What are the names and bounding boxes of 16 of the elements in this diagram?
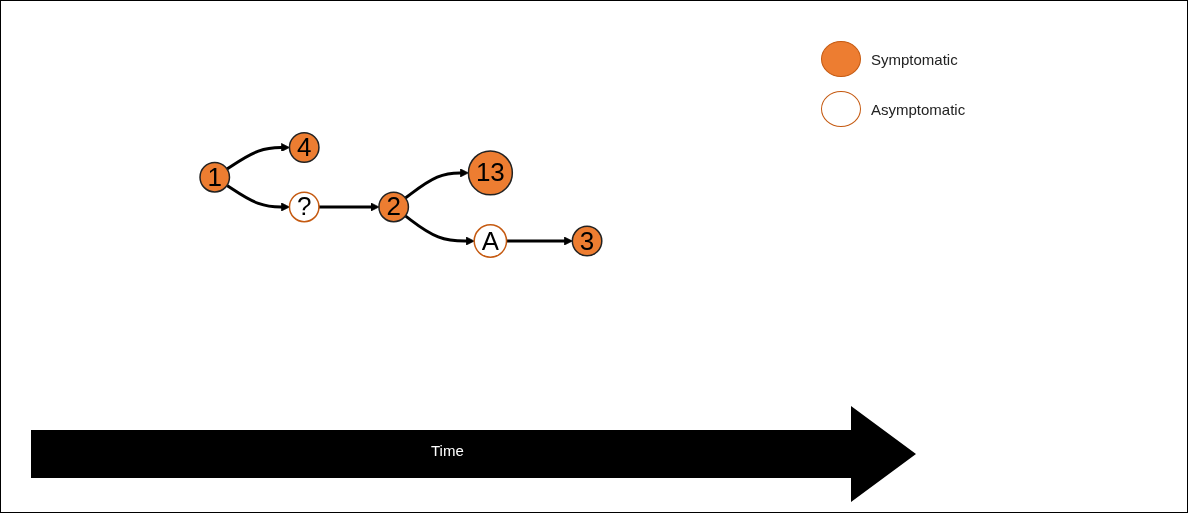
legend-label: Asymptomatic xyxy=(871,100,966,118)
arrow xyxy=(506,236,573,246)
axis-label: Time xyxy=(431,442,464,459)
arrow xyxy=(319,202,380,212)
node-circle: A xyxy=(473,223,508,258)
arrow xyxy=(404,168,469,199)
arrow xyxy=(226,142,290,171)
arrow xyxy=(404,214,475,246)
legend-label: Symptomatic xyxy=(871,50,958,68)
arrow xyxy=(226,183,290,212)
node-circle: 3 xyxy=(571,225,603,257)
node-circle: 13 xyxy=(467,149,514,196)
node-circle: 2 xyxy=(378,191,410,223)
node-circle: ? xyxy=(288,191,320,223)
node-circle: 4 xyxy=(288,131,320,163)
node-circle: 1 xyxy=(199,161,231,193)
